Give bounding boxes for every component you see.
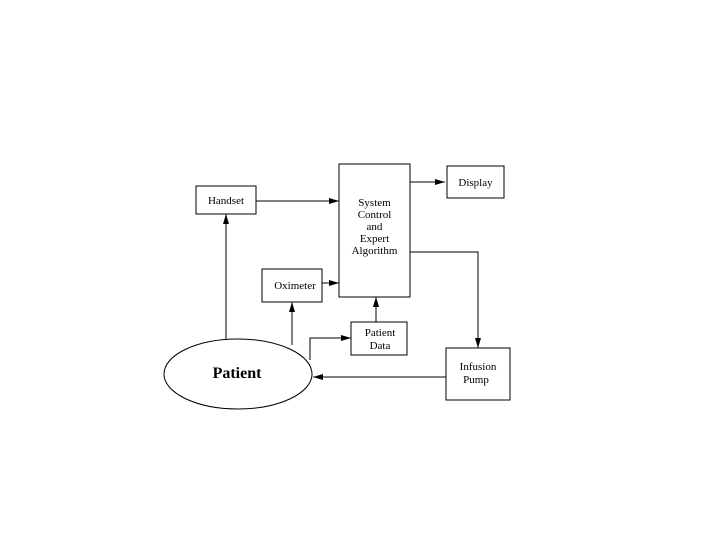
handset-label: Handset [208,195,244,207]
patient-data-node: Patient Data [350,321,408,356]
oximeter-node: Oximeter [261,268,323,303]
system-label-line-4: Expert [360,233,389,245]
system-label-line-1: System [358,197,391,209]
infusion-pump-label-line-2: Pump [463,374,489,386]
infusion-pump-label-line-1: Infusion [460,361,497,373]
patient-data-label-line-1: Patient [365,327,396,339]
handset-node: Handset [195,185,257,215]
patient-label: Patient [213,365,263,382]
system-control-node: System Control and Expert Algorithm [338,163,411,298]
system-label-line-5: Algorithm [352,245,398,257]
edge-system-to-infusion-pump [410,251,481,348]
patient-node: Patient [163,338,313,410]
display-label: Display [458,177,493,189]
system-label-line-3: and [367,221,383,233]
patient-data-label-line-2: Data [370,340,391,352]
edge-patient-to-patient-data [309,335,351,360]
oximeter-label: Oximeter [274,280,316,292]
display-node: Display [446,165,505,199]
system-label-line-2: Control [358,209,392,221]
infusion-pump-node: Infusion Pump [445,347,511,401]
